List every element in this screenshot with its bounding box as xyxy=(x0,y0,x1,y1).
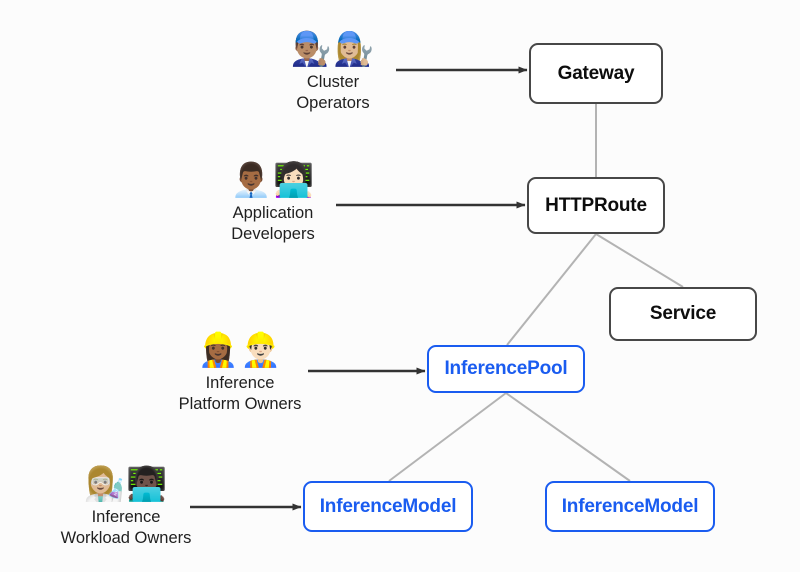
connector-httproute-to-service xyxy=(595,233,684,288)
persona-label-line: Workload Owners xyxy=(60,529,192,548)
node-label: InferencePool xyxy=(444,358,568,379)
persona-label-line: Cluster xyxy=(306,72,360,91)
node-label: InferenceModel xyxy=(561,495,699,517)
connector-httproute-to-inferencepool xyxy=(506,233,597,346)
persona-label-line: Operators xyxy=(296,94,370,113)
persona-label-line: Application xyxy=(232,203,314,222)
woman-scientist-emoji: 👩🏼‍🔬👨🏿‍💻 xyxy=(83,465,169,502)
connector-inferencepool-to-model-left xyxy=(388,392,507,482)
persona-label-line: Inference xyxy=(91,507,161,526)
node-label: InferenceModel xyxy=(319,495,457,517)
node-service[interactable]: Service xyxy=(609,287,757,341)
node-label: Service xyxy=(649,303,717,324)
node-label: Gateway xyxy=(557,62,635,84)
node-gateway[interactable]: Gateway xyxy=(529,43,663,104)
persona-arrows xyxy=(190,66,528,511)
man-office-worker-emoji: 👨🏾‍💼👩🏻‍💻 xyxy=(230,161,316,198)
node-inferencemodel-right[interactable]: InferenceModel xyxy=(545,481,715,532)
connector-inferencepool-to-model-right xyxy=(505,392,631,482)
woman-construction-worker-emoji: 👷🏾‍♀️👷🏻‍♂️ xyxy=(197,331,283,368)
node-label: HTTPRoute xyxy=(545,194,647,216)
node-httproute[interactable]: HTTPRoute xyxy=(527,177,665,234)
persona-label-line: Developers xyxy=(231,225,315,244)
persona-label-line: Inference xyxy=(205,373,275,392)
node-inferencepool[interactable]: InferencePool xyxy=(427,345,585,393)
node-inferencemodel-left[interactable]: InferenceModel xyxy=(303,481,473,532)
persona-label-line: Platform Owners xyxy=(178,395,302,414)
man-mechanic-emoji: 👨🏽‍🔧👩🏼‍🔧 xyxy=(290,30,376,67)
